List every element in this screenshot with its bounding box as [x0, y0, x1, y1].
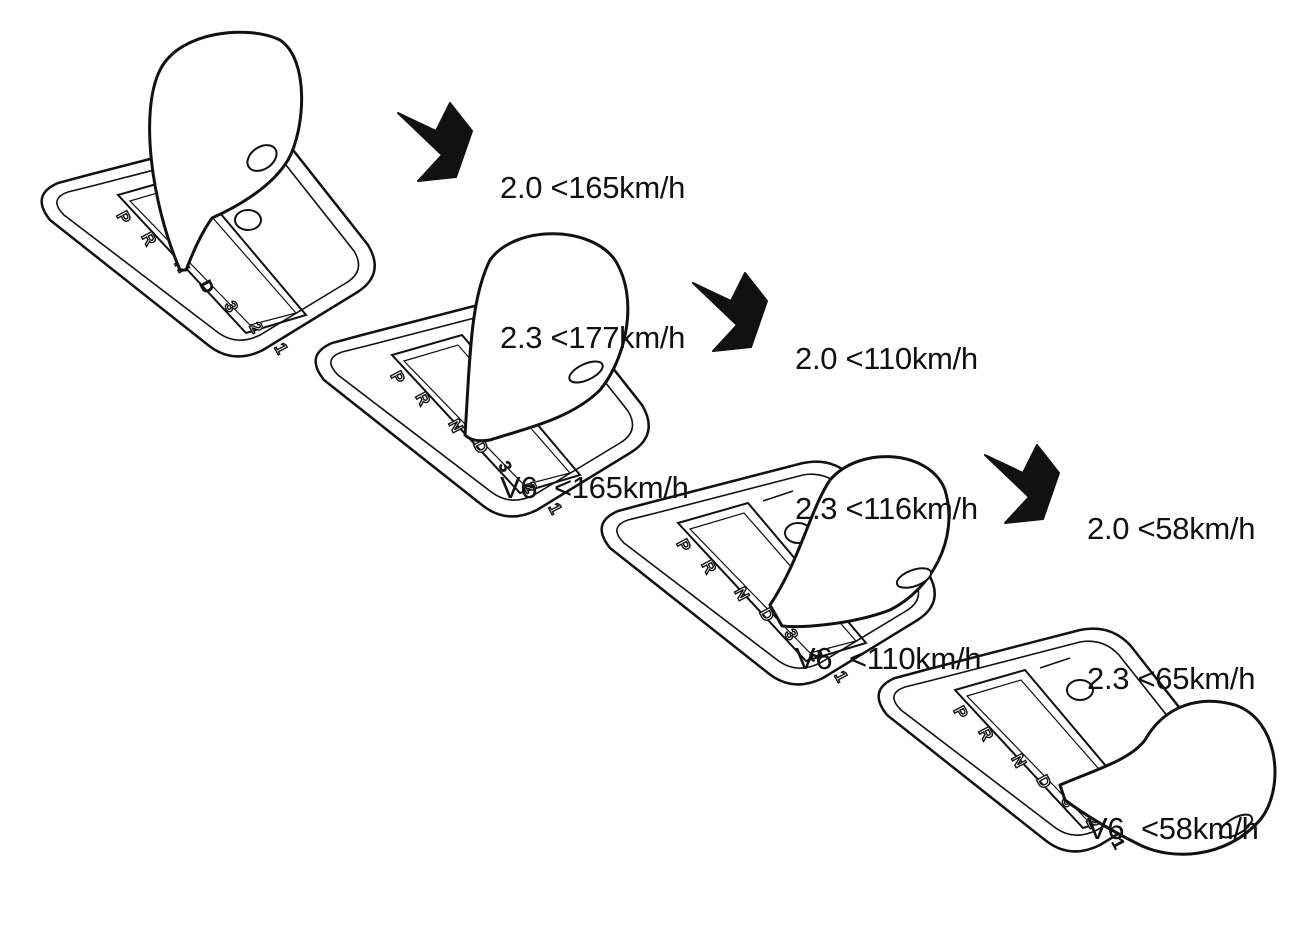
- downshift-arrow-icon: [397, 102, 473, 182]
- speed-limit-line: 2.3 <116km/h: [795, 491, 978, 526]
- release-button-icon: [234, 209, 262, 231]
- shift-knob-icon: [1058, 699, 1277, 856]
- speed-limits-step-2: 2.0 <110km/h 2.3 <116km/h V6 <110km/h: [795, 234, 982, 734]
- shift-knob-icon: [463, 232, 630, 443]
- downshift-arrow-icon: [984, 444, 1060, 524]
- speed-limit-line: V6 <110km/h: [795, 641, 982, 676]
- speed-limits-step-3: 2.0 <58km/h 2.3 <65km/h V6 <58km/h: [1087, 404, 1259, 904]
- release-button-icon: [1066, 679, 1094, 701]
- speed-limit-line: 2.3 <65km/h: [1087, 661, 1256, 696]
- speed-limit-line: 2.3 <177km/h: [500, 320, 686, 355]
- shift-knob-icon: [148, 30, 304, 272]
- downshift-arrow-icon: [692, 272, 768, 352]
- speed-limit-line: V6 <165km/h: [500, 470, 689, 505]
- shift-knob-icon: [768, 455, 951, 629]
- speed-limits-step-1: 2.0 <165km/h 2.3 <177km/h V6 <165km/h: [500, 63, 689, 563]
- speed-limit-line: 2.0 <165km/h: [500, 170, 686, 205]
- speed-limit-line: 2.0 <58km/h: [1087, 511, 1256, 546]
- speed-limit-line: V6 <58km/h: [1087, 811, 1259, 846]
- speed-limit-line: 2.0 <110km/h: [795, 341, 978, 376]
